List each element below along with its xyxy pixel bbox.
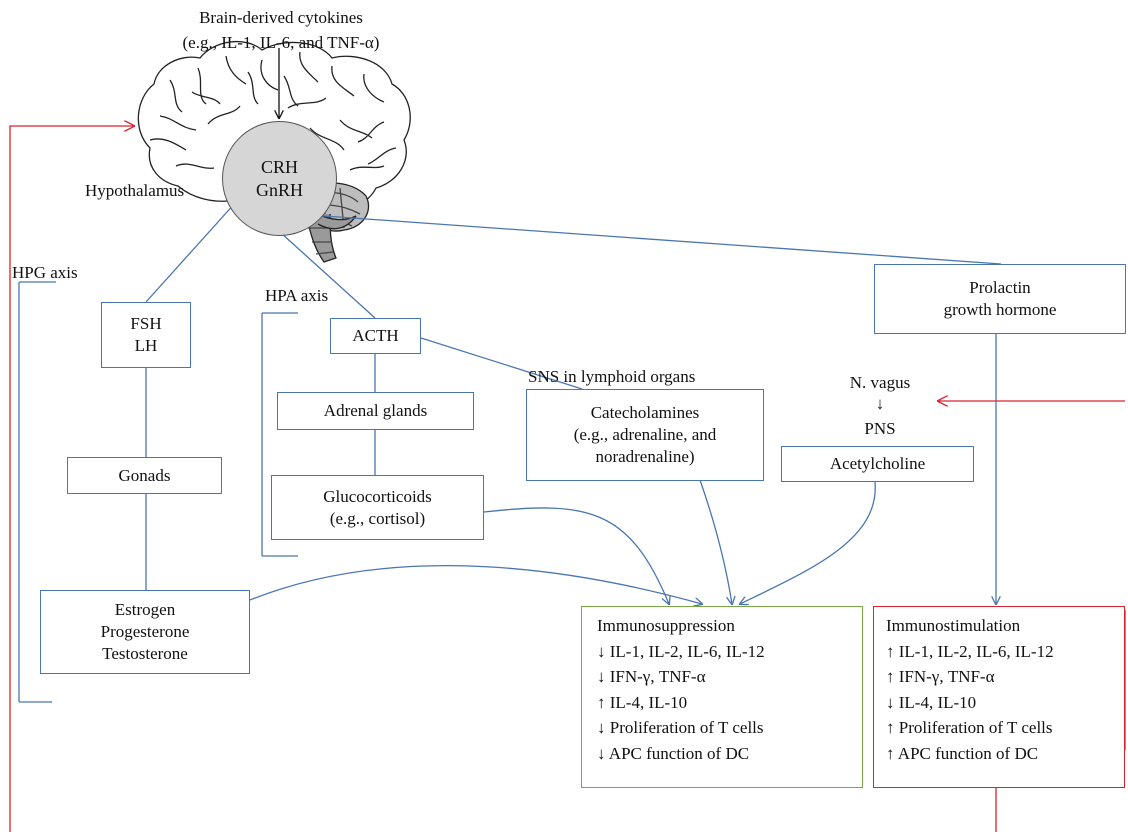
catecholamines-label: Catecholamines (590, 403, 700, 422)
suppression-item: ↓ Proliferation of T cells (597, 718, 764, 737)
hypothalamus-to-fsh-line (145, 201, 237, 303)
lh-label: LH (134, 336, 158, 355)
glucocorticoids-label: Glucocorticoids (323, 486, 432, 506)
acth-box: ACTH (330, 318, 421, 354)
acth-to-sns-line (420, 337, 583, 390)
cortisol-label: (e.g., cortisol) (329, 508, 426, 528)
hpa-bracket (261, 312, 298, 557)
adrenal-glands-box: Adrenal glands (277, 392, 474, 430)
sex-steroids-box: Estrogen Progesterone Testosterone (40, 590, 250, 674)
hypothalamus-nucleus: CRH GnRH (222, 121, 337, 236)
cytokines-title: Brain-derived cytokines (199, 8, 363, 27)
hypothalamus-to-prolactin-line (281, 212, 1002, 265)
gonads-box: Gonads (67, 457, 222, 494)
hypothalamus-label: Hypothalamus (85, 181, 185, 200)
prolactin-label: Prolactin (969, 278, 1031, 297)
glucocorticoids-box: Glucocorticoids (e.g., cortisol) (271, 475, 484, 540)
suppression-item: ↓ APC function of DC (597, 743, 750, 763)
suppression-item: ↓ IL-1, IL-2, IL-6, IL-12 (597, 641, 765, 661)
immunosuppression-title: Immunosuppression (597, 616, 735, 635)
gonads-label: Gonads (118, 465, 171, 485)
feedback-loop-left (9, 126, 134, 832)
fsh-label: FSH (130, 314, 162, 333)
catecholamines-examples-1: (e.g., adrenaline, and (573, 425, 717, 444)
stimulation-item: ↑ Proliferation of T cells (886, 718, 1053, 737)
acth-label: ACTH (352, 326, 399, 345)
prolactin-box: Prolactin growth hormone (874, 264, 1126, 334)
suppression-item: ↓ IFN-γ, TNF-α (597, 667, 706, 686)
testosterone-label: Testosterone (102, 644, 188, 663)
vagus-label: N. vagus (849, 373, 911, 392)
immunosuppression-panel: Immunosuppression ↓ IL-1, IL-2, IL-6, IL… (581, 606, 863, 788)
acetylcholine-box: Acetylcholine (781, 446, 974, 482)
catecholamine-arrow (699, 479, 732, 604)
stimulation-item: ↑ IFN-γ, TNF-α (886, 667, 995, 686)
stimulation-item: ↑ APC function of DC (886, 743, 1039, 763)
hpg-bracket (18, 281, 56, 703)
cytokines-examples: (e.g., IL-1, IL-6, and TNF-α) (182, 33, 380, 52)
acetylcholine-arrow (740, 481, 876, 604)
catecholamines-examples-2: noradrenaline) (595, 447, 695, 466)
progesterone-label: Progesterone (100, 622, 190, 641)
gnrh-label: GnRH (255, 179, 303, 200)
immunostimulation-title: Immunostimulation (886, 616, 1021, 635)
crh-label: CRH (260, 156, 298, 177)
immunostimulation-panel: Immunostimulation ↑ IL-1, IL-2, IL-6, IL… (873, 606, 1125, 788)
fsh-lh-box: FSH LH (101, 302, 191, 368)
hpg-axis-label: HPG axis (12, 263, 78, 282)
stimulation-item: ↑ IL-1, IL-2, IL-6, IL-12 (886, 641, 1054, 661)
acetylcholine-label: Acetylcholine (829, 454, 926, 473)
gc-arrow (483, 507, 669, 604)
sns-label: SNS in lymphoid organs (528, 367, 696, 386)
hpa-axis-label: HPA axis (265, 286, 329, 305)
adrenal-label: Adrenal glands (323, 401, 428, 420)
suppression-item: ↑ IL-4, IL-10 (597, 692, 688, 712)
steroids-arrow (249, 565, 702, 604)
vagus-down-arrow: ↓ (875, 394, 885, 413)
stimulation-item: ↓ IL-4, IL-10 (886, 692, 977, 712)
pns-label: PNS (864, 419, 896, 438)
estrogen-label: Estrogen (114, 600, 176, 619)
catecholamines-box: Catecholamines (e.g., adrenaline, and no… (526, 389, 764, 481)
growth-hormone-label: growth hormone (943, 300, 1057, 319)
